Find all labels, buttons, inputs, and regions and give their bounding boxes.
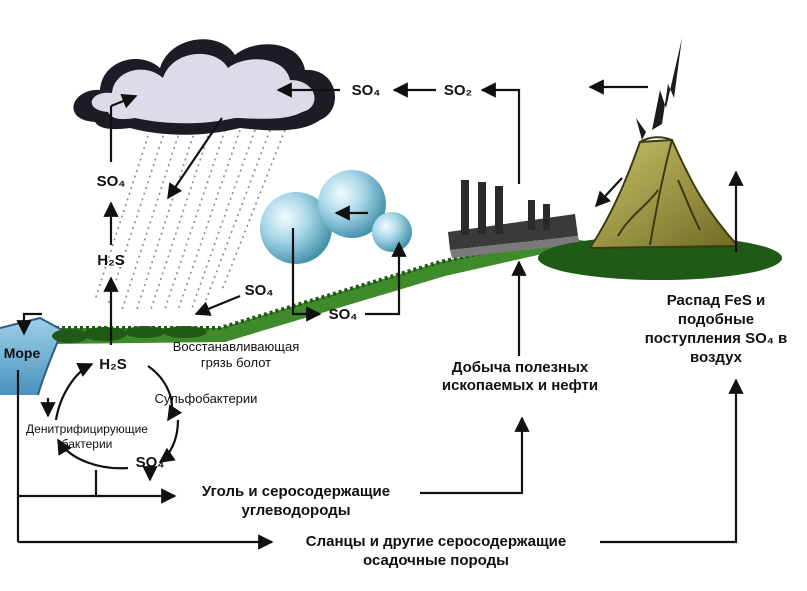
- label-cycle-so4: SO₄: [136, 454, 165, 471]
- arrow-coal-to-mining: [420, 416, 530, 495]
- label-sulfobacteria: Сульфобактерии: [155, 391, 258, 406]
- label-rise-so4: SO₄: [97, 173, 126, 190]
- volcano: [538, 38, 782, 280]
- label-volcano-line2: подобные: [678, 311, 754, 328]
- arrow-sea-down: [16, 312, 42, 336]
- water-bubbles: [260, 170, 412, 264]
- labels: SO₄ H₂S SO₄ SO₂ SO₄ SO₄ Море Восстанавли…: [4, 82, 788, 569]
- swamp-grass: [52, 326, 207, 343]
- arrow-slope-so4: [194, 294, 241, 316]
- cloud: [73, 39, 336, 135]
- label-denit-line1: Денитрифицирующие: [26, 422, 148, 436]
- label-shale-line1: Сланцы и другие серосодержащие: [306, 533, 567, 550]
- cycle-arc-right-top: [147, 365, 183, 422]
- label-slope-so4: SO₄: [245, 282, 274, 299]
- arrows: [16, 79, 744, 550]
- factory: [448, 180, 580, 258]
- label-mid-so2: SO₂: [444, 82, 472, 99]
- cycle-arc-bottom: [57, 438, 129, 470]
- arrow-bubble-up: [365, 241, 407, 316]
- arrow-bubble-down: [291, 228, 322, 322]
- label-mud-line1: Восстанавливающая: [173, 339, 300, 354]
- label-volcano-line1: Распад FeS и: [667, 292, 765, 309]
- arrow-shale-to-volcano: [600, 378, 744, 544]
- label-sea: Море: [4, 345, 41, 361]
- label-mining-line2: ископаемых и нефти: [442, 377, 598, 394]
- arrow-to-volcano: [594, 177, 623, 208]
- label-coal-line1: Уголь и серосодержащие: [202, 483, 390, 500]
- cycle-arc-left: [54, 362, 94, 421]
- label-mid-so4: SO₄: [352, 82, 381, 99]
- label-denit-line2: бактерии: [62, 437, 113, 451]
- label-volcano-line4: воздух: [690, 349, 743, 366]
- label-mining-line1: Добыча полезных: [452, 359, 589, 376]
- label-coal-line2: углеводороды: [241, 502, 350, 519]
- label-shale-line2: осадочные породы: [363, 552, 509, 569]
- label-rise-h2s: H₂S: [97, 252, 125, 269]
- label-cycle-h2s: H₂S: [99, 356, 127, 373]
- label-bottom-so4: SO₄: [329, 306, 358, 323]
- arrow-so4-to-cloud: [110, 93, 138, 109]
- swamp-cycle: [40, 362, 183, 482]
- label-mud-line2: грязь болот: [201, 355, 271, 370]
- label-volcano-line3: поступления SO₄ в: [645, 330, 788, 347]
- rain-streaks: [94, 129, 286, 313]
- arrow-cloud-rain: [167, 117, 223, 200]
- cycle-arc-right-bottom: [158, 419, 180, 463]
- arrow-factory-to-so2: [480, 82, 521, 184]
- arrow-branch-coal-left: [18, 470, 98, 498]
